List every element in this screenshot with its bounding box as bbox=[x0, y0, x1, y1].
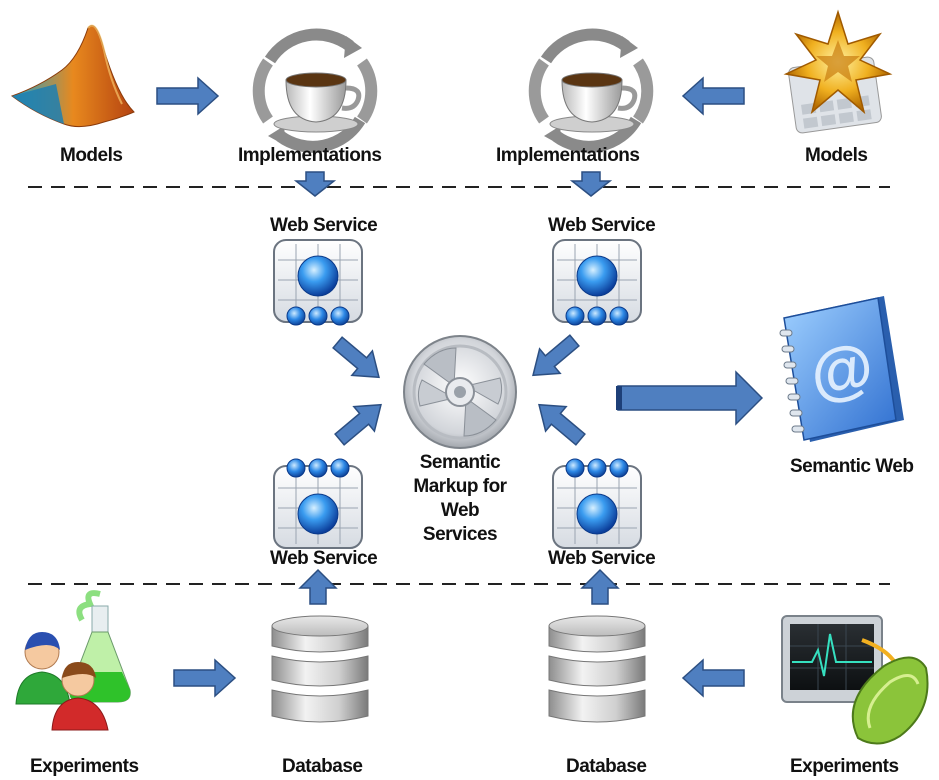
arrow-implementation-to-webservice bbox=[569, 171, 613, 197]
mathematica-star-icon bbox=[783, 9, 893, 134]
label-semantic-markup-line: Services bbox=[422, 524, 498, 545]
label-web-service-bottom-right: Web Service bbox=[548, 548, 656, 569]
label-web-service-top-left: Web Service bbox=[270, 215, 378, 236]
arrow-tail-mark bbox=[616, 386, 622, 410]
arrow-experiments-to-database bbox=[681, 658, 745, 698]
java-coffee-cup-refresh-icon bbox=[252, 28, 378, 153]
web-service-grid-icon bbox=[552, 239, 642, 326]
label-implementations-left: Implementations bbox=[238, 145, 382, 166]
arrow-to-semantic-web bbox=[617, 370, 764, 426]
arrow-database-to-webservice bbox=[298, 568, 338, 605]
label-experiments-left: Experiments bbox=[30, 756, 139, 777]
label-database-right: Database bbox=[566, 756, 647, 777]
arrow-database-to-webservice bbox=[580, 568, 620, 605]
label-semantic-markup-line: Markup for bbox=[413, 476, 507, 497]
database-cylinder-icon bbox=[271, 615, 369, 723]
label-implementations-right: Implementations bbox=[496, 145, 640, 166]
arrow-webservice-to-semantic-markup bbox=[538, 403, 586, 446]
arrow-webservice-to-semantic-markup bbox=[532, 334, 580, 377]
arrow-implementation-to-webservice bbox=[293, 171, 337, 197]
arrow-webservice-to-semantic-markup bbox=[332, 336, 380, 379]
label-semantic-web: Semantic Web bbox=[790, 456, 914, 477]
address-book-at-icon: @ bbox=[779, 296, 904, 442]
monitor-waveform-icon bbox=[781, 615, 929, 745]
svg-text:@: @ bbox=[805, 329, 879, 411]
label-web-service-top-right: Web Service bbox=[548, 215, 656, 236]
matlab-membrane-icon bbox=[10, 24, 135, 128]
java-coffee-cup-refresh-icon bbox=[528, 28, 654, 153]
label-experiments-right: Experiments bbox=[790, 756, 899, 777]
label-semantic-markup-line: Semantic bbox=[419, 452, 501, 473]
arrow-experiments-to-database bbox=[173, 658, 237, 698]
label-web-service-bottom-left: Web Service bbox=[270, 548, 378, 569]
label-semantic-markup-line: Web bbox=[440, 500, 480, 521]
web-service-grid-icon bbox=[552, 458, 642, 549]
label-models-left: Models bbox=[60, 145, 123, 166]
arrow-webservice-to-semantic-markup bbox=[334, 403, 382, 446]
database-cylinder-icon bbox=[548, 615, 646, 723]
semantic-markup-disc-icon bbox=[403, 335, 517, 449]
arrow-models-to-implementations bbox=[156, 76, 220, 116]
users-flask-icon bbox=[15, 590, 131, 731]
arrow-models-to-implementations bbox=[681, 76, 745, 116]
label-semantic-markup: Semantic Markup for Web Services bbox=[395, 451, 525, 547]
label-database-left: Database bbox=[282, 756, 363, 777]
web-service-grid-icon bbox=[273, 458, 363, 549]
label-models-right: Models bbox=[805, 145, 868, 166]
web-service-grid-icon bbox=[273, 239, 363, 326]
